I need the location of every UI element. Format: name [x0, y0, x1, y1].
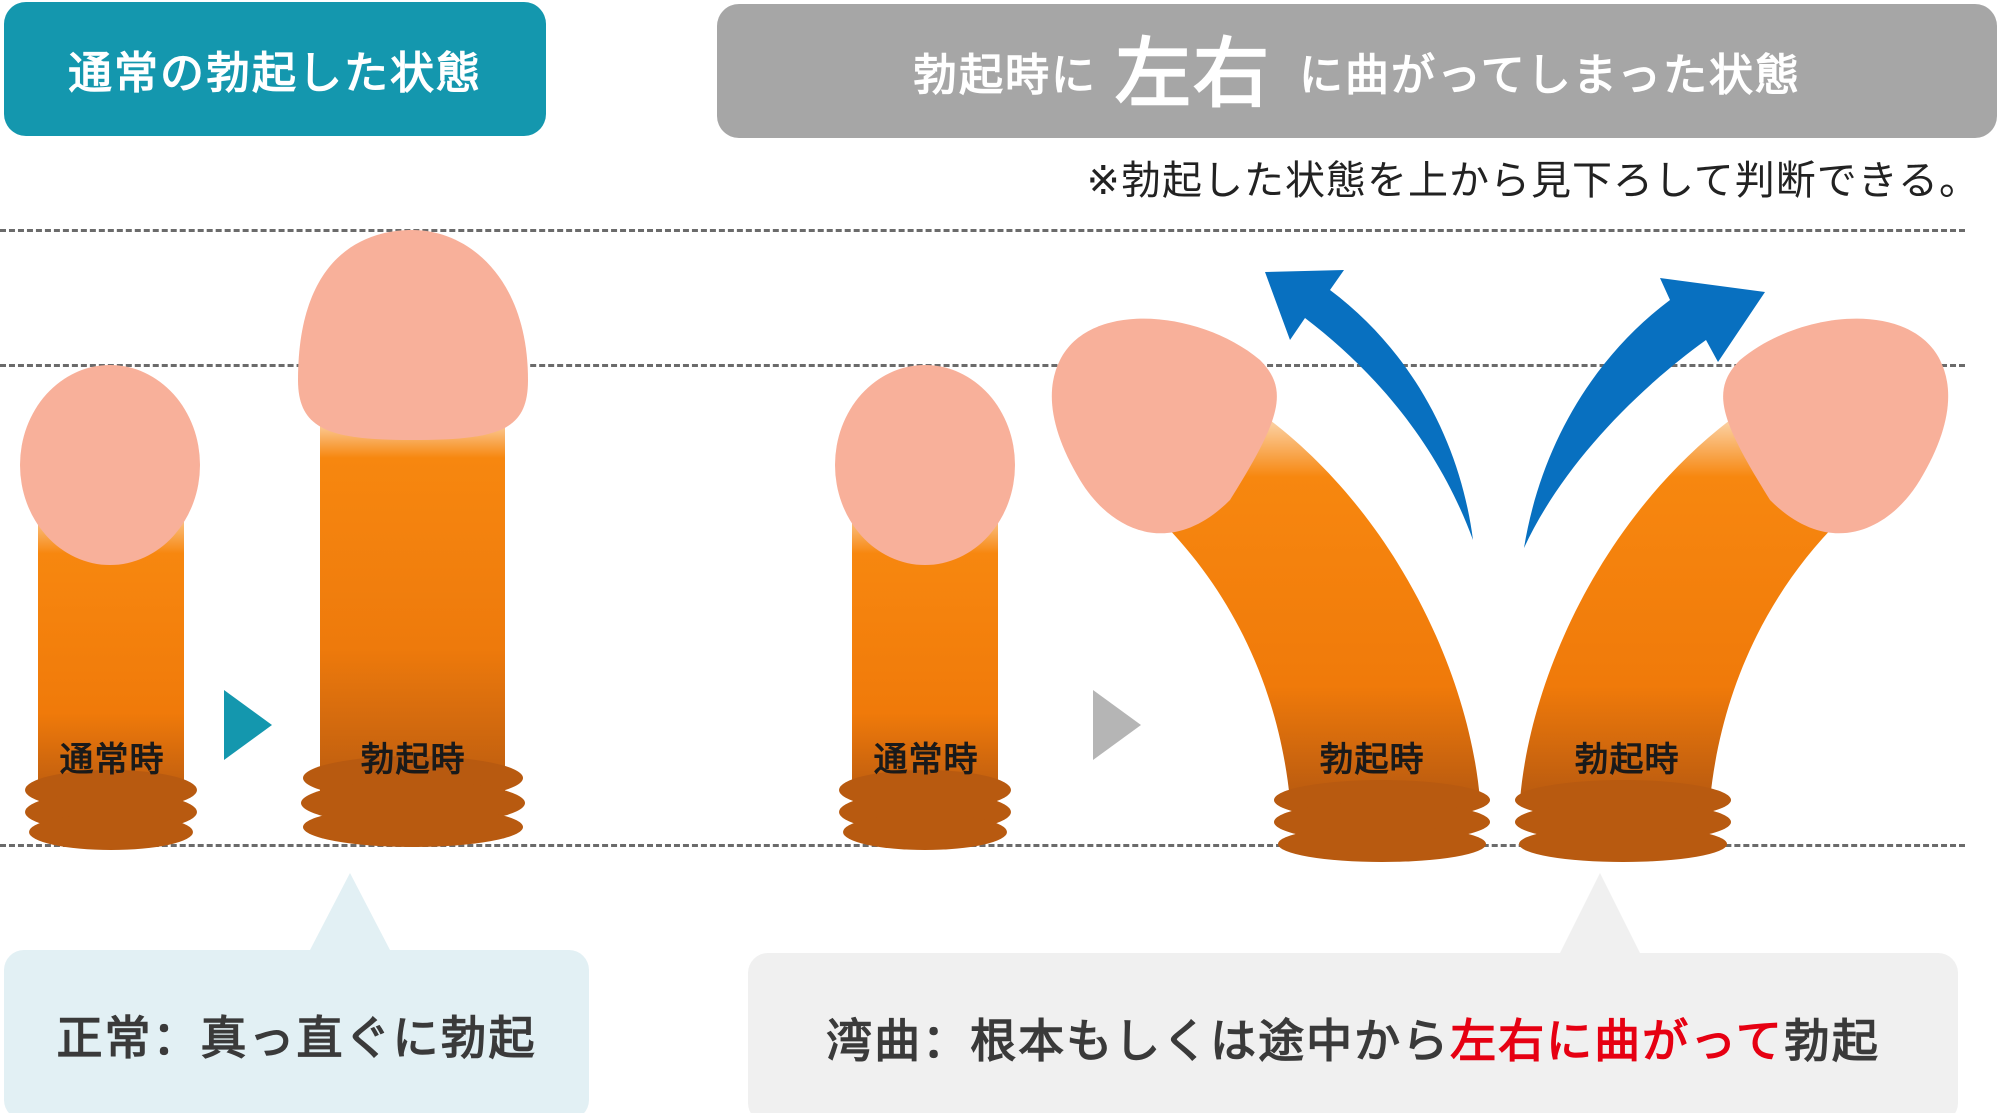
label-curved-right: 勃起時 — [1574, 740, 1680, 780]
caption-curved-suffix: 勃起 — [1783, 1014, 1880, 1068]
header-curved-prefix: 勃起時に — [912, 50, 1097, 101]
caption-pointer-normal — [310, 873, 390, 950]
guide-line-middle — [0, 364, 1965, 367]
label-normal-flaccid: 通常時 — [59, 740, 165, 780]
caption-curved-prefix: 湾曲：根本もしくは途中から — [826, 1014, 1451, 1068]
caption-normal-text: 正常：真っ直ぐに勃起 — [56, 1011, 537, 1065]
label-curved-left: 勃起時 — [1319, 740, 1425, 780]
caption-curved-highlight: 左右に曲がって — [1450, 1014, 1784, 1068]
label-normal-erect: 勃起時 — [360, 740, 466, 780]
header-normal-text: 通常の勃起した状態 — [68, 48, 482, 99]
guide-line-bottom — [0, 844, 1965, 847]
header-curved-emphasis: 左右 — [1114, 29, 1271, 118]
caption-curved: 湾曲：根本もしくは途中から左右に曲がって勃起 — [748, 953, 1958, 1113]
guide-line-top — [0, 229, 1965, 232]
label-curved-flaccid: 通常時 — [873, 740, 979, 780]
note-text: ※勃起した状態を上から見下ろして判断できる。 — [1086, 158, 1980, 204]
curved-flaccid-figure — [835, 365, 1015, 850]
header-curved-suffix: に曲がってしまった状態 — [1298, 50, 1802, 101]
normal-erect-figure — [298, 230, 528, 847]
gray-arrow-icon — [1093, 690, 1141, 760]
header-normal-state: 通常の勃起した状態 — [4, 2, 546, 136]
curved-arrow-right-icon — [1524, 278, 1765, 548]
caption-pointer-curved — [1560, 873, 1640, 953]
header-curved-state: 勃起時に 左右 に曲がってしまった状態 — [717, 4, 1997, 138]
curved-left-figure — [1051, 318, 1490, 862]
curved-arrow-left-icon — [1265, 270, 1473, 540]
normal-flaccid-figure — [20, 365, 200, 850]
teal-arrow-icon — [224, 690, 272, 760]
curved-right-figure — [1515, 318, 1949, 862]
caption-normal: 正常：真っ直ぐに勃起 — [4, 950, 589, 1113]
